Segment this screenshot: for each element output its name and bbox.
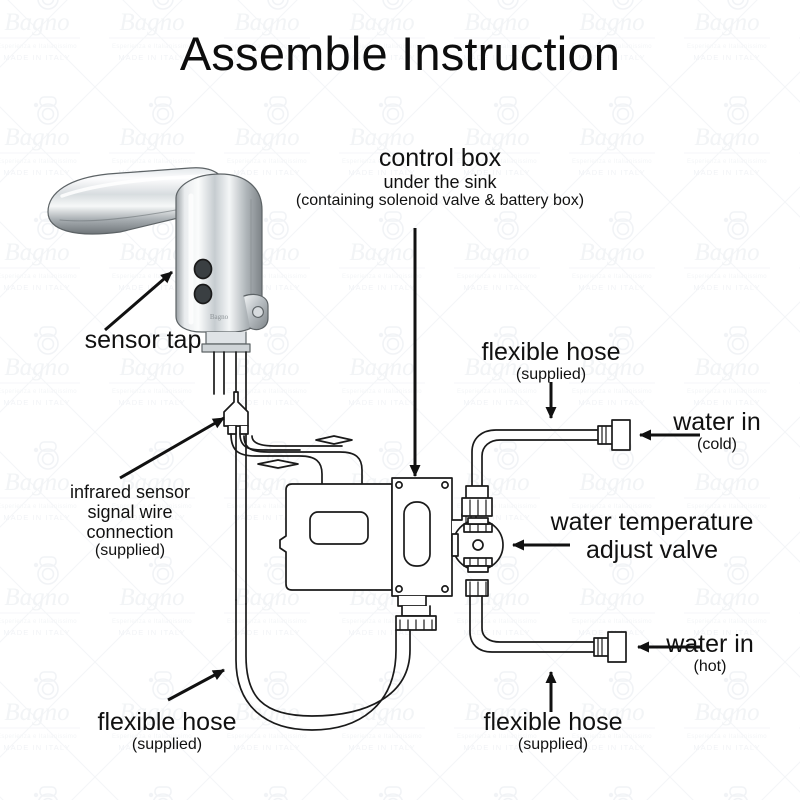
control-box-note: (containing solenoid valve & battery box… <box>295 192 585 210</box>
label-flexible-hose-top-right: flexible hose (supplied) <box>451 338 651 384</box>
infrared-line2: signal wire <box>87 502 173 523</box>
label-infrared-sensor: infrared sensor signal wire connection (… <box>20 482 240 560</box>
hose-tr-title: flexible hose <box>481 338 621 366</box>
hose-bl-title: flexible hose <box>97 708 237 736</box>
infrared-supplied: (supplied) <box>94 542 166 560</box>
label-flexible-hose-bottom-right: flexible hose (supplied) <box>448 708 658 754</box>
hose-br-supplied: (supplied) <box>517 736 589 753</box>
water-in-cold-sub: (cold) <box>696 436 737 453</box>
control-box-title: control box <box>378 144 502 172</box>
infrared-line3: connection <box>86 522 174 543</box>
page-title: Assemble Instruction <box>179 27 621 80</box>
label-flexible-hose-bottom-left: flexible hose (supplied) <box>62 708 272 754</box>
water-in-hot-sub: (hot) <box>693 658 727 675</box>
label-water-temperature-adjust-valve: water temperature adjust valve <box>512 508 792 564</box>
mixing-valve-line1: water temperature <box>550 508 754 536</box>
label-water-in-hot: water in (hot) <box>635 630 785 676</box>
hose-bl-supplied: (supplied) <box>131 736 203 753</box>
hose-br-title: flexible hose <box>483 708 623 736</box>
infrared-line1: infrared sensor <box>69 482 191 502</box>
sensor-tap-title: sensor tap <box>84 326 202 354</box>
svg-text:Bagno: Bagno <box>210 313 229 321</box>
mixing-valve-line2: adjust valve <box>585 536 719 564</box>
control-box-sub: under the sink <box>383 172 497 192</box>
water-in-hot-title: water in <box>666 630 754 658</box>
water-in-cold-title: water in <box>673 408 761 436</box>
hose-tr-supplied: (supplied) <box>515 366 587 383</box>
label-control-box: control box under the sink (containing s… <box>290 144 590 210</box>
label-water-in-cold: water in (cold) <box>642 408 792 454</box>
label-sensor-tap: sensor tap <box>48 326 238 354</box>
